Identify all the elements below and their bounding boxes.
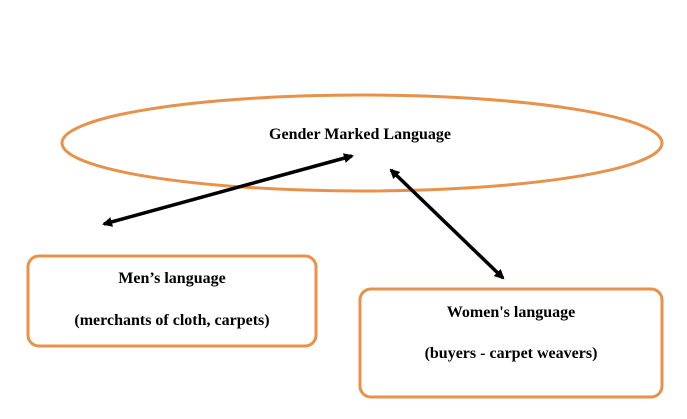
womens-language-box xyxy=(358,287,664,399)
mens-language-box xyxy=(26,254,318,348)
arrow-ellipse-to-women xyxy=(389,168,505,280)
mens-language-subtitle: (merchants of cloth, carpets) xyxy=(74,312,270,329)
gender-marked-language-label: Gender Marked Language xyxy=(269,126,451,143)
gender-marked-language-ellipse xyxy=(60,93,664,193)
arrow-ellipse-to-men xyxy=(102,153,354,227)
womens-language-subtitle: (buyers - carpet weavers) xyxy=(424,345,598,362)
womens-language-title: Women's language xyxy=(446,304,576,321)
mens-language-title: Men’s language xyxy=(118,270,226,287)
